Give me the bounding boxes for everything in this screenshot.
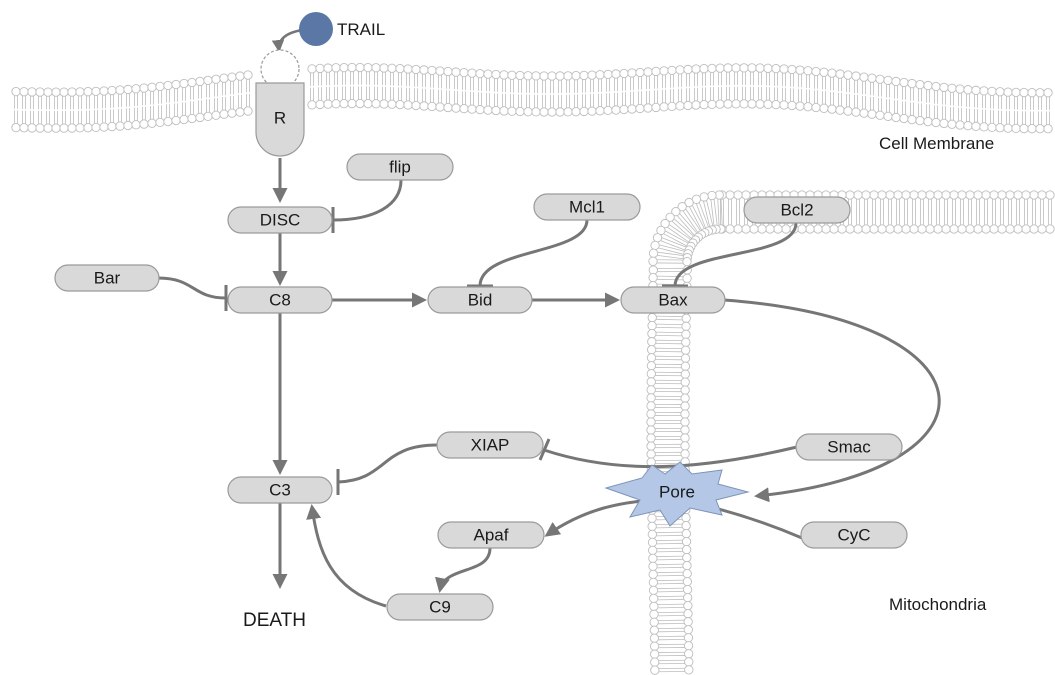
node-c8: C8 <box>227 286 333 314</box>
svg-text:DISC: DISC <box>260 211 301 230</box>
mitochondrial-membrane <box>646 190 1055 675</box>
receptor: R <box>255 49 305 157</box>
edge-flip-disc <box>332 179 403 222</box>
edge-smac-xiap <box>543 445 798 469</box>
receptor-binding-site <box>260 49 300 89</box>
node-mcl1: Mcl1 <box>533 193 641 221</box>
edge-bcl2-bax <box>673 222 798 287</box>
edge-apaf-c9 <box>435 547 492 593</box>
svg-text:Apaf: Apaf <box>474 526 509 545</box>
death-label: DEATH <box>243 610 306 631</box>
receptor-label: R <box>274 109 286 128</box>
edge-bar-c8 <box>157 276 227 300</box>
node-smac: Smac <box>795 433 903 461</box>
svg-text:Smac: Smac <box>827 438 871 457</box>
svg-text:Bax: Bax <box>658 291 688 310</box>
svg-text:C3: C3 <box>269 481 291 500</box>
edge-xiap-c3 <box>337 443 438 484</box>
node-bar: Bar <box>54 264 160 292</box>
node-apaf: Apaf <box>437 521 545 549</box>
node-bcl2: Bcl2 <box>743 196 851 224</box>
pore-label: Pore <box>659 483 695 502</box>
svg-text:Bar: Bar <box>94 269 121 288</box>
ligand-circle <box>299 12 333 46</box>
node-disc: DISC <box>227 206 333 234</box>
mitochondria-label: Mitochondria <box>889 595 987 614</box>
node-c9: C9 <box>386 593 494 621</box>
edge-bax-pore <box>723 298 941 503</box>
svg-text:C8: C8 <box>269 291 291 310</box>
cell-membrane-label: Cell Membrane <box>879 134 994 153</box>
svg-text:Mcl1: Mcl1 <box>569 198 605 217</box>
node-bid: Bid <box>427 286 533 314</box>
inhibit-bar-xiap <box>538 438 551 461</box>
svg-text:Bid: Bid <box>468 291 493 310</box>
edge-trail-r <box>271 28 303 53</box>
edge-c9-c3 <box>306 504 387 608</box>
pore-shape <box>604 461 750 527</box>
svg-text:flip: flip <box>389 158 411 177</box>
trail-ligand: TRAIL <box>299 12 385 46</box>
svg-text:C9: C9 <box>429 598 451 617</box>
node-cyc: CyC <box>800 521 908 549</box>
node-bax: Bax <box>620 286 726 314</box>
node-c3: C3 <box>227 476 333 504</box>
node-xiap: XIAP <box>436 431 544 459</box>
receptor-body <box>255 82 305 157</box>
ligand-label: TRAIL <box>337 20 385 39</box>
pore: Pore <box>604 461 750 527</box>
svg-text:XIAP: XIAP <box>471 436 510 455</box>
cell-membrane <box>11 62 1053 134</box>
svg-text:Bcl2: Bcl2 <box>780 201 813 220</box>
node-flip: flip <box>346 153 454 181</box>
edge-mcl1-bid <box>478 219 589 287</box>
svg-text:CyC: CyC <box>837 526 870 545</box>
